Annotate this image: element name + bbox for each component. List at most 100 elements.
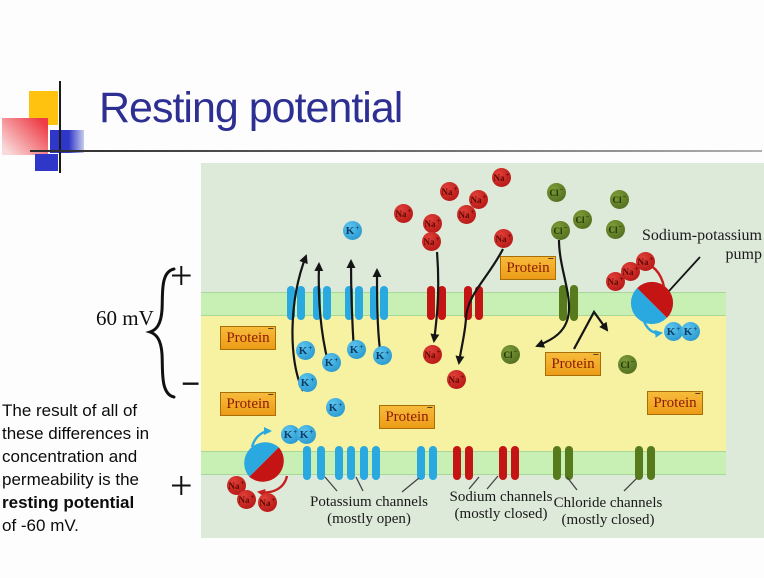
note-line: of -60 mV. bbox=[2, 516, 79, 535]
potassium-channel bbox=[287, 286, 295, 320]
sodium-channel bbox=[464, 286, 472, 320]
chloride-ion: Cl− bbox=[618, 355, 637, 374]
sodium-ion: Na+ bbox=[469, 190, 488, 209]
logo-blue-square bbox=[50, 130, 84, 153]
sodium-ion: Na+ bbox=[394, 204, 413, 223]
pump-label-line2: pump bbox=[725, 246, 762, 263]
potassium-channel bbox=[317, 446, 325, 480]
protein-charge: − bbox=[547, 253, 554, 265]
protein-charge: − bbox=[694, 388, 701, 400]
protein-label: Protein bbox=[551, 355, 595, 372]
sodium-ion: Na+ bbox=[447, 370, 466, 389]
logo-vertical-line bbox=[59, 81, 61, 173]
potassium-ion: K+ bbox=[322, 353, 341, 372]
chloride-ion: Cl− bbox=[551, 221, 570, 240]
potassium-ion: K+ bbox=[347, 340, 366, 359]
potassium-channel bbox=[297, 286, 305, 320]
potassium-channel bbox=[303, 446, 311, 480]
sodium-channels-label: Sodium channels (mostly closed) bbox=[449, 489, 553, 522]
protein-charge: − bbox=[267, 389, 274, 401]
plus-sign-top: + bbox=[170, 253, 193, 298]
potassium-channel bbox=[313, 286, 321, 320]
sodium-ion: Na+ bbox=[237, 490, 256, 509]
chloride-channel bbox=[559, 285, 567, 321]
potassium-ion: K+ bbox=[681, 322, 700, 341]
sodium-ion: Na+ bbox=[621, 262, 640, 281]
protein-label: Protein bbox=[226, 395, 270, 412]
minus-sign: − bbox=[181, 366, 201, 403]
plus-sign-bottom: + bbox=[170, 463, 193, 508]
note-line: permeability is the bbox=[2, 470, 140, 489]
pump-label: Sodium-potassium pump bbox=[620, 226, 762, 264]
potassium-ion: K+ bbox=[373, 346, 392, 365]
sodium-ion: Na+ bbox=[422, 232, 441, 251]
potassium-ion: K+ bbox=[296, 341, 315, 360]
note-line-bold: resting potential bbox=[2, 493, 135, 512]
protein-anion-box: Protein − bbox=[220, 323, 276, 350]
sodium-channel bbox=[427, 286, 435, 320]
protein-charge: − bbox=[592, 349, 599, 361]
potassium-channel bbox=[355, 286, 363, 320]
potassium-channels-label: Potassium channels (mostly open) bbox=[310, 494, 428, 527]
protein-label: Protein bbox=[653, 394, 697, 411]
chloride-ion: Cl− bbox=[501, 345, 520, 364]
potassium-channel bbox=[372, 446, 380, 480]
protein-charge: − bbox=[426, 402, 433, 414]
protein-anion-box: Protein − bbox=[647, 388, 703, 415]
potassium-ion: K+ bbox=[298, 373, 317, 392]
sodium-channel bbox=[475, 286, 483, 320]
note-line: these differences in bbox=[2, 424, 150, 443]
sodium-ion: Na+ bbox=[423, 214, 442, 233]
potassium-ion: K+ bbox=[281, 425, 300, 444]
potassium-ion: K+ bbox=[664, 322, 683, 341]
protein-label: Protein bbox=[385, 408, 429, 425]
protein-anion-box: Protein − bbox=[220, 389, 276, 416]
potassium-ion: K+ bbox=[326, 398, 345, 417]
protein-label: Protein bbox=[506, 259, 550, 276]
protein-anion-box: Protein − bbox=[500, 253, 556, 280]
note-line: concentration and bbox=[2, 447, 138, 466]
potassium-channel bbox=[370, 286, 378, 320]
chloride-ion: Cl− bbox=[547, 183, 566, 202]
page-title: Resting potential bbox=[99, 84, 403, 132]
potassium-channel bbox=[347, 446, 355, 480]
potassium-ion: K+ bbox=[343, 221, 362, 240]
chloride-ion: Cl− bbox=[606, 220, 625, 239]
sodium-ion: Na+ bbox=[636, 252, 655, 271]
chloride-channel bbox=[570, 285, 578, 321]
sodium-ion: Na+ bbox=[258, 493, 277, 512]
chloride-channel bbox=[565, 446, 573, 480]
protein-charge: − bbox=[267, 323, 274, 335]
sodium-ion: Na+ bbox=[494, 229, 513, 248]
protein-anion-box: Protein − bbox=[379, 402, 435, 429]
note-line: The result of all of bbox=[2, 401, 138, 420]
protein-anion-box: Protein − bbox=[545, 349, 601, 376]
potassium-channel bbox=[380, 286, 388, 320]
sodium-ion: Na+ bbox=[457, 205, 476, 224]
sodium-ion: Na+ bbox=[606, 272, 625, 291]
chloride-ion: Cl− bbox=[610, 190, 629, 209]
potassium-channel bbox=[323, 286, 331, 320]
pump-label-line1: Sodium-potassium bbox=[641, 227, 762, 244]
sodium-channel bbox=[499, 446, 507, 480]
potassium-channel bbox=[429, 446, 437, 480]
chloride-channels-label: Chloride channels (mostly closed) bbox=[553, 495, 663, 528]
protein-label: Protein bbox=[226, 329, 270, 346]
slide-note: The result of all of these differences i… bbox=[2, 399, 182, 537]
sodium-ion: Na+ bbox=[423, 345, 442, 364]
sodium-channel bbox=[438, 286, 446, 320]
chloride-channel bbox=[635, 446, 643, 480]
sodium-ion: Na+ bbox=[492, 168, 511, 187]
sodium-ion: Na+ bbox=[440, 182, 459, 201]
sodium-channel bbox=[465, 446, 473, 480]
potassium-channel bbox=[360, 446, 368, 480]
potassium-channel bbox=[335, 446, 343, 480]
voltage-value: 60 mV bbox=[96, 306, 154, 330]
potassium-ion: K+ bbox=[297, 425, 316, 444]
sodium-channel bbox=[511, 446, 519, 480]
potassium-channel bbox=[417, 446, 425, 480]
title-divider-line bbox=[30, 150, 762, 152]
chloride-channel bbox=[647, 446, 655, 480]
sodium-channel bbox=[453, 446, 461, 480]
